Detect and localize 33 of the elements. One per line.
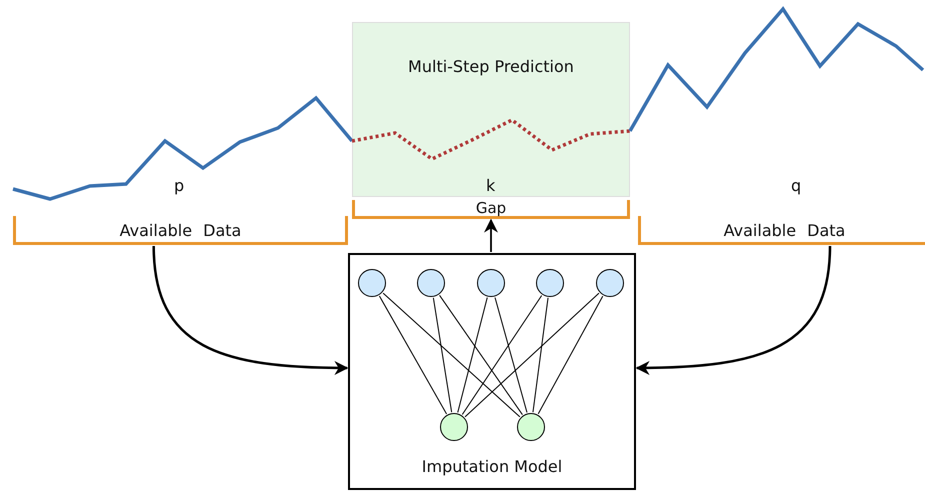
segment-length-label: p <box>174 176 184 195</box>
bracket <box>638 216 925 245</box>
neuron-circle <box>477 269 505 297</box>
connection-line <box>538 296 604 414</box>
bracket-label: Gap <box>474 200 508 216</box>
arrow <box>484 218 498 252</box>
neuron-circle <box>517 413 545 441</box>
segment-length-label: k <box>486 176 496 195</box>
neuron-circle <box>596 269 624 297</box>
segment-length-label: q <box>791 176 802 195</box>
arrow <box>636 246 832 375</box>
connection-line <box>464 292 600 418</box>
connection-line <box>378 296 448 414</box>
neuron-circle <box>417 269 445 297</box>
model-label: Imputation Model <box>420 457 564 476</box>
connection-line <box>432 297 452 413</box>
connection-line <box>462 294 542 416</box>
neuron-circle <box>536 269 564 297</box>
connection-line <box>382 292 520 418</box>
bracket <box>352 200 630 219</box>
window-title: Multi-Step Prediction <box>407 57 575 76</box>
connection-line <box>532 297 549 413</box>
connection-line <box>457 297 488 413</box>
neuron-circle <box>440 413 468 441</box>
bracket-label: Available Data <box>118 222 242 240</box>
connection-line <box>494 296 528 414</box>
bracket-label: Available Data <box>722 222 846 240</box>
neuron-circle <box>358 269 386 297</box>
model-box <box>348 253 636 490</box>
bracket <box>13 216 348 245</box>
prediction-window <box>352 22 630 197</box>
arrow <box>152 246 348 375</box>
connection-line <box>439 294 523 416</box>
